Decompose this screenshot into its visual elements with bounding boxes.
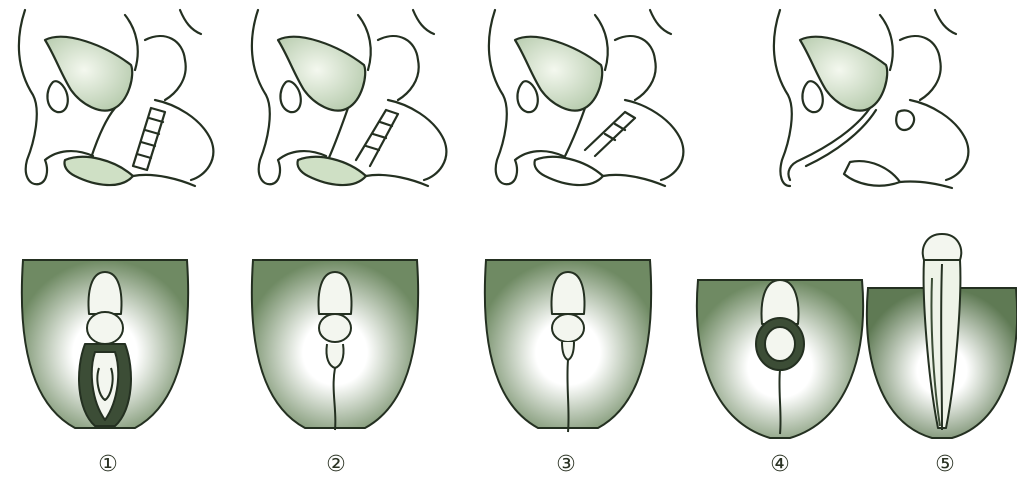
sagittal-illustration-5 bbox=[760, 0, 980, 205]
external-illustration-3 bbox=[478, 240, 658, 455]
stage-number-1: ① bbox=[95, 452, 121, 478]
external-illustration-5 bbox=[862, 240, 1017, 455]
sagittal-illustration-3 bbox=[475, 0, 695, 205]
stage-number-3: ③ bbox=[553, 452, 579, 478]
stage-number-5: ⑤ bbox=[932, 452, 958, 478]
external-illustration-4 bbox=[690, 240, 870, 455]
external-illustration-1 bbox=[15, 240, 195, 455]
sagittal-illustration-2 bbox=[238, 0, 458, 205]
stage-number-4: ④ bbox=[767, 452, 793, 478]
external-illustration-2 bbox=[245, 240, 425, 455]
sagittal-illustration-1 bbox=[5, 0, 225, 205]
stage-number-2: ② bbox=[323, 452, 349, 478]
